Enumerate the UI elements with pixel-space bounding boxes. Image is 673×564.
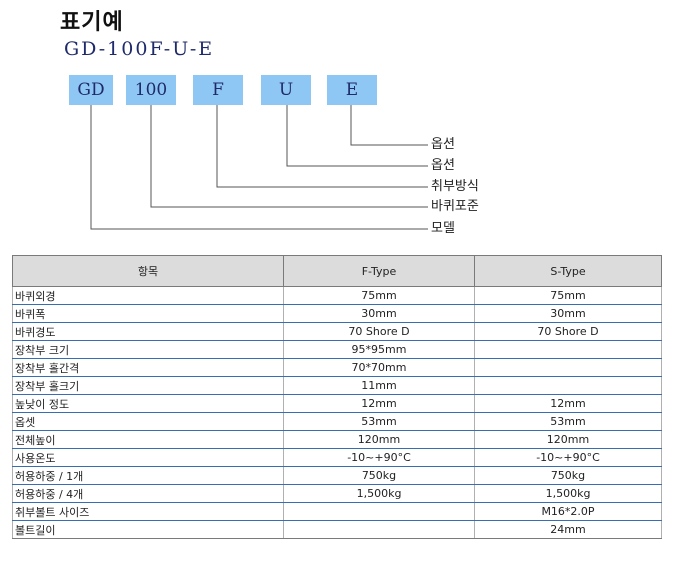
callout-label-option-2: 옵션 — [431, 137, 455, 152]
cell-item: 장착부 크기 — [12, 340, 284, 359]
cell-f-type: 1,500kg — [283, 484, 475, 503]
cell-f-type: -10~+90°C — [283, 448, 475, 467]
cell-f-type: 120mm — [283, 430, 475, 449]
cell-s-type: 53mm — [474, 412, 662, 431]
callout-line-wheel — [150, 105, 428, 208]
cell-s-type: 30mm — [474, 304, 662, 323]
code-box-model: GD — [69, 75, 113, 105]
cell-s-type: M16*2.0P — [474, 502, 662, 521]
cell-item: 바퀴경도 — [12, 322, 284, 341]
cell-f-type: 53mm — [283, 412, 475, 431]
cell-item: 높낮이 정도 — [12, 394, 284, 413]
cell-s-type: 75mm — [474, 286, 662, 305]
cell-f-type: 95*95mm — [283, 340, 475, 359]
cell-item: 장착부 홀크기 — [12, 376, 284, 395]
table-row: 볼트길이 24mm — [12, 520, 662, 539]
callout-line-option-1 — [286, 105, 428, 167]
cell-f-type: 70 Shore D — [283, 322, 475, 341]
table-row: 취부볼트 사이즈 M16*2.0P — [12, 502, 662, 521]
code-box-mount: F — [193, 75, 243, 105]
cell-item: 볼트길이 — [12, 520, 284, 539]
header-s-type: S-Type — [474, 255, 662, 287]
cell-s-type: 12mm — [474, 394, 662, 413]
callout-label-model: 모델 — [431, 221, 455, 236]
cell-s-type: 120mm — [474, 430, 662, 449]
callout-label-mount: 취부방식 — [431, 179, 479, 194]
cell-item: 사용온도 — [12, 448, 284, 467]
page-title: 표기예 — [60, 10, 124, 35]
cell-f-type: 11mm — [283, 376, 475, 395]
code-box-option-2: E — [327, 75, 377, 105]
callout-label-wheel: 바퀴포준 — [431, 199, 479, 214]
cell-s-type: 24mm — [474, 520, 662, 539]
cell-s-type: 70 Shore D — [474, 322, 662, 341]
cell-f-type: 75mm — [283, 286, 475, 305]
code-box-wheel: 100 — [126, 75, 176, 105]
cell-item: 허용하중 / 4개 — [12, 484, 284, 503]
cell-item: 장착부 홀간격 — [12, 358, 284, 377]
cell-f-type — [283, 502, 475, 521]
cell-s-type — [474, 358, 662, 377]
callout-line-mount — [216, 105, 428, 188]
cell-f-type: 12mm — [283, 394, 475, 413]
cell-s-type — [474, 376, 662, 395]
cell-f-type: 30mm — [283, 304, 475, 323]
cell-item: 취부볼트 사이즈 — [12, 502, 284, 521]
cell-s-type: 750kg — [474, 466, 662, 485]
callout-line-option-2 — [350, 105, 428, 146]
header-f-type: F-Type — [283, 255, 475, 287]
cell-item: 허용하중 / 1개 — [12, 466, 284, 485]
model-code: GD-100F-U-E — [64, 38, 215, 60]
table-row: 사용온도-10~+90°C-10~+90°C — [12, 448, 662, 467]
callout-line-model — [90, 105, 428, 230]
cell-item: 바퀴폭 — [12, 304, 284, 323]
cell-f-type: 750kg — [283, 466, 475, 485]
cell-s-type: 1,500kg — [474, 484, 662, 503]
cell-item: 전체높이 — [12, 430, 284, 449]
cell-item: 옵셋 — [12, 412, 284, 431]
cell-s-type — [474, 340, 662, 359]
cell-f-type: 70*70mm — [283, 358, 475, 377]
table-header-row: 항목 F-Type S-Type — [12, 255, 662, 287]
header-item: 항목 — [12, 255, 284, 287]
code-box-option-1: U — [261, 75, 311, 105]
cell-f-type — [283, 520, 475, 539]
cell-s-type: -10~+90°C — [474, 448, 662, 467]
cell-item: 바퀴외경 — [12, 286, 284, 305]
callout-label-option-1: 옵션 — [431, 158, 455, 173]
callout-lines — [90, 105, 428, 230]
